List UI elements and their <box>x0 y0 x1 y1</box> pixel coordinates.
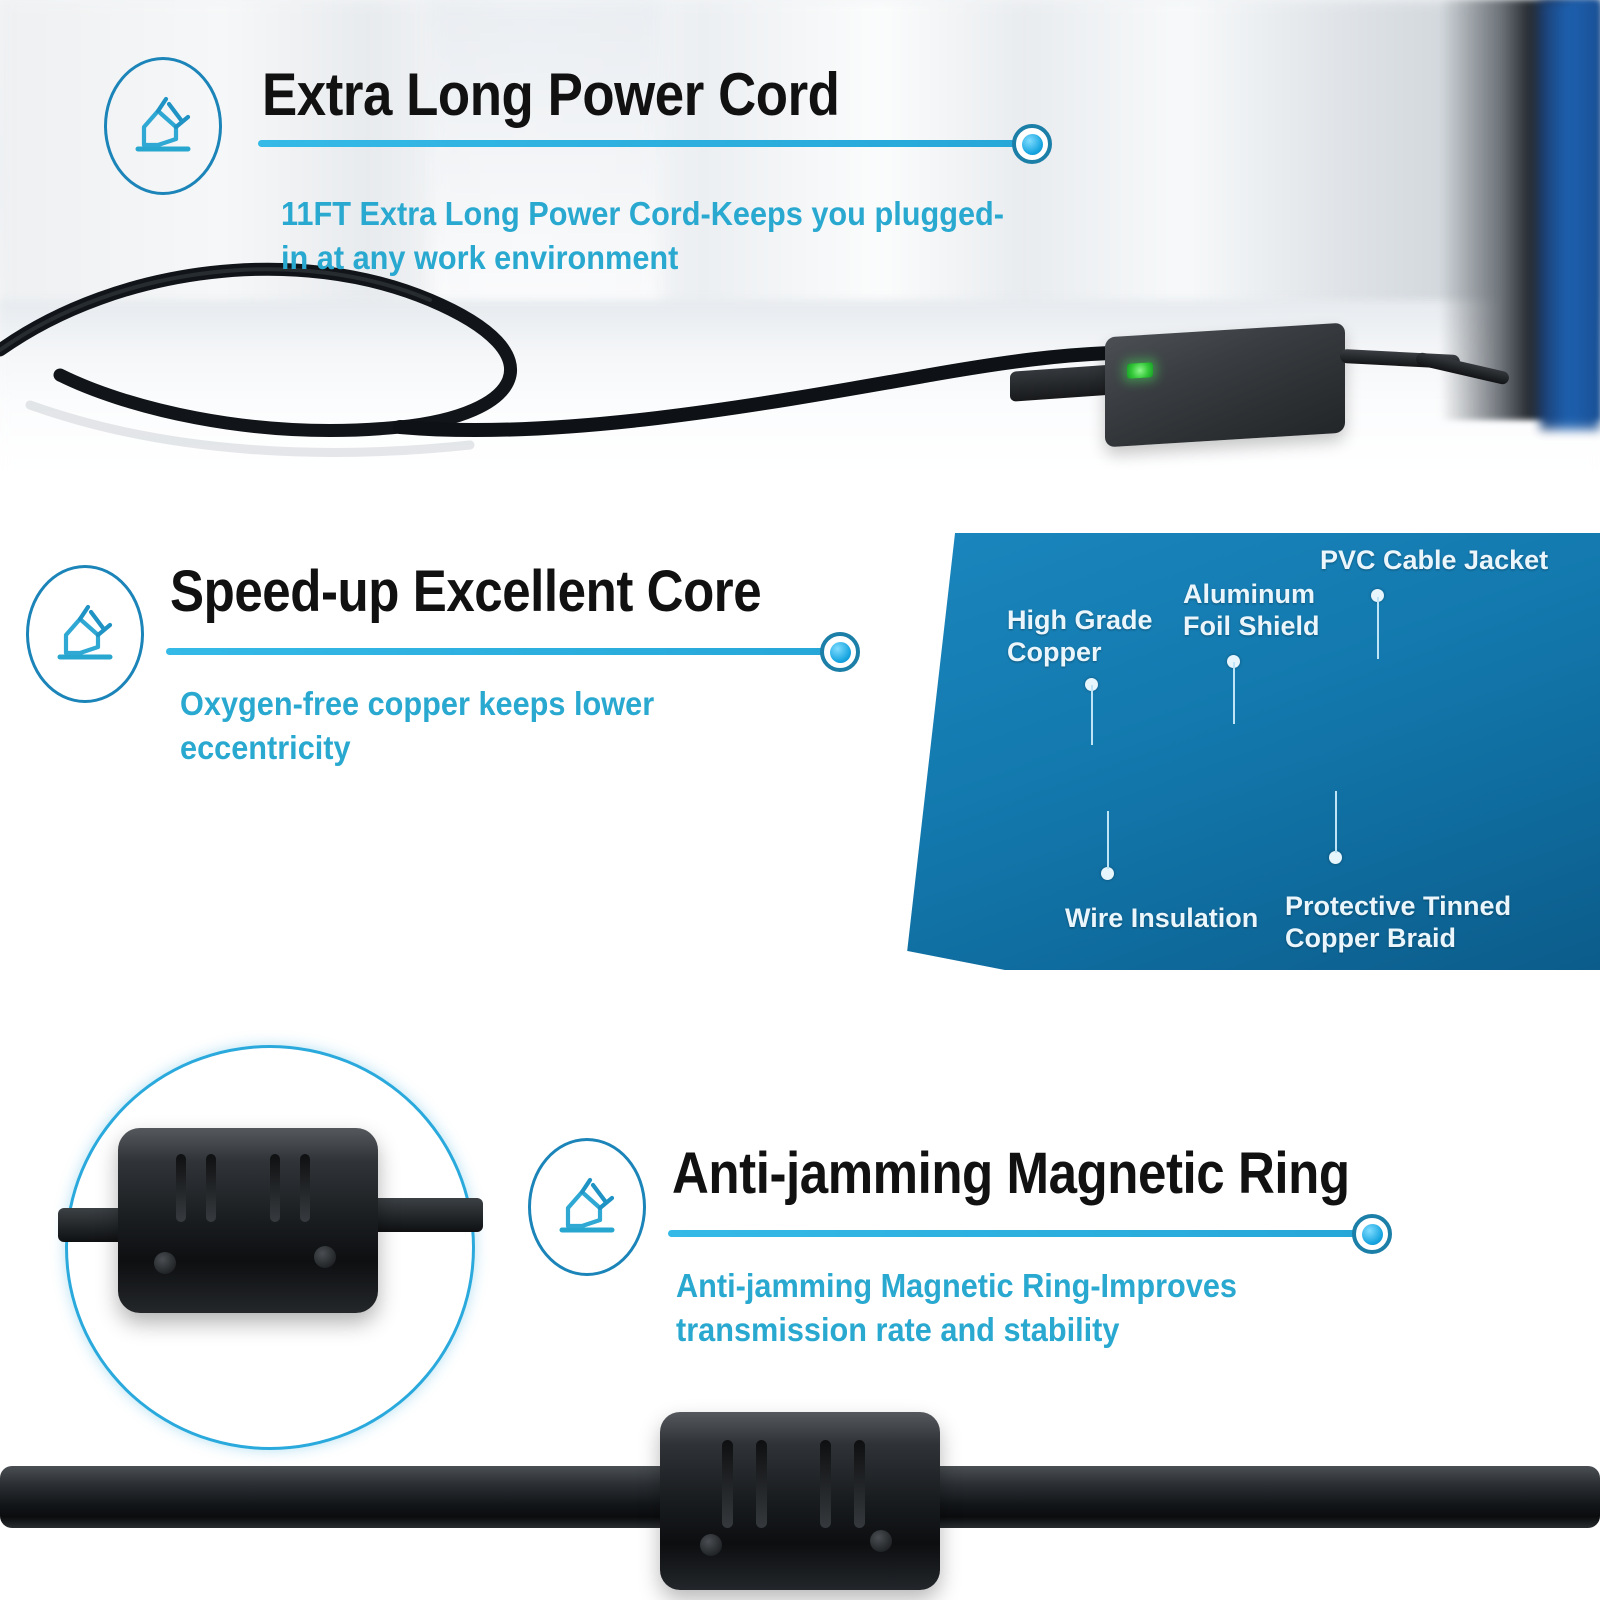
feature-1-headline: Extra Long Power Cord <box>262 61 840 128</box>
power-plug-icon-badge-2 <box>26 565 144 703</box>
bottom-ferrite-ring <box>660 1412 940 1590</box>
leader-dot-jacket <box>1371 589 1384 602</box>
ferrite-magnetic-ring-closeup <box>118 1128 378 1313</box>
top-product-photo <box>0 0 1600 470</box>
ferrite-cable-right <box>358 1198 483 1232</box>
cable-cross-section-panel: High Grade Copper Aluminum Foil Shield P… <box>905 533 1600 970</box>
feature-3-underline <box>668 1230 1358 1237</box>
leader-line-braid <box>1335 791 1337 853</box>
feature-1-underline <box>258 140 1018 147</box>
adapter-led-indicator <box>1127 362 1153 379</box>
leader-dot-insulation <box>1101 867 1114 880</box>
leader-dot-foil <box>1227 655 1240 668</box>
feature-1-end-dot <box>1012 124 1052 164</box>
feature-3-end-dot <box>1352 1214 1392 1254</box>
ferrite-ring-circle-frame <box>65 1045 475 1450</box>
power-plug-icon <box>559 1177 615 1233</box>
label-protective-tinned-copper-braid: Protective Tinned Copper Braid <box>1285 891 1512 953</box>
leader-line-copper <box>1091 685 1093 745</box>
feature-2-subtext: Oxygen-free copper keeps lower eccentric… <box>180 685 655 767</box>
label-aluminum-foil-shield: Aluminum Foil Shield <box>1183 579 1320 641</box>
label-wire-insulation: Wire Insulation <box>1065 903 1259 933</box>
power-plug-icon <box>57 604 113 660</box>
leader-dot-braid <box>1329 851 1342 864</box>
feature-1-subtext: 11FT Extra Long Power Cord-Keeps you plu… <box>281 195 1005 277</box>
leader-line-insulation <box>1107 811 1109 869</box>
feature-2-underline <box>166 648 826 655</box>
leader-dot-copper <box>1085 678 1098 691</box>
feature-2-end-dot <box>820 632 860 672</box>
power-plug-icon-badge-3 <box>528 1138 646 1276</box>
power-adapter-brick <box>1105 322 1345 448</box>
feature-2-headline: Speed-up Excellent Core <box>170 559 762 624</box>
power-cable-loop-photo <box>0 262 1117 457</box>
window-pane-blur <box>430 0 660 320</box>
label-high-grade-copper: High Grade Copper <box>1007 605 1153 667</box>
feature-3-headline: Anti-jamming Magnetic Ring <box>672 1141 1350 1206</box>
leader-line-foil <box>1233 662 1235 724</box>
label-pvc-cable-jacket: PVC Cable Jacket <box>1320 545 1549 575</box>
power-plug-icon <box>135 96 191 152</box>
feature-3-subtext: Anti-jamming Magnetic Ring-Improves tran… <box>676 1267 1237 1349</box>
monitor-screen-glow <box>1540 0 1600 430</box>
power-plug-icon-badge-1 <box>104 57 222 195</box>
leader-line-jacket <box>1377 597 1379 659</box>
